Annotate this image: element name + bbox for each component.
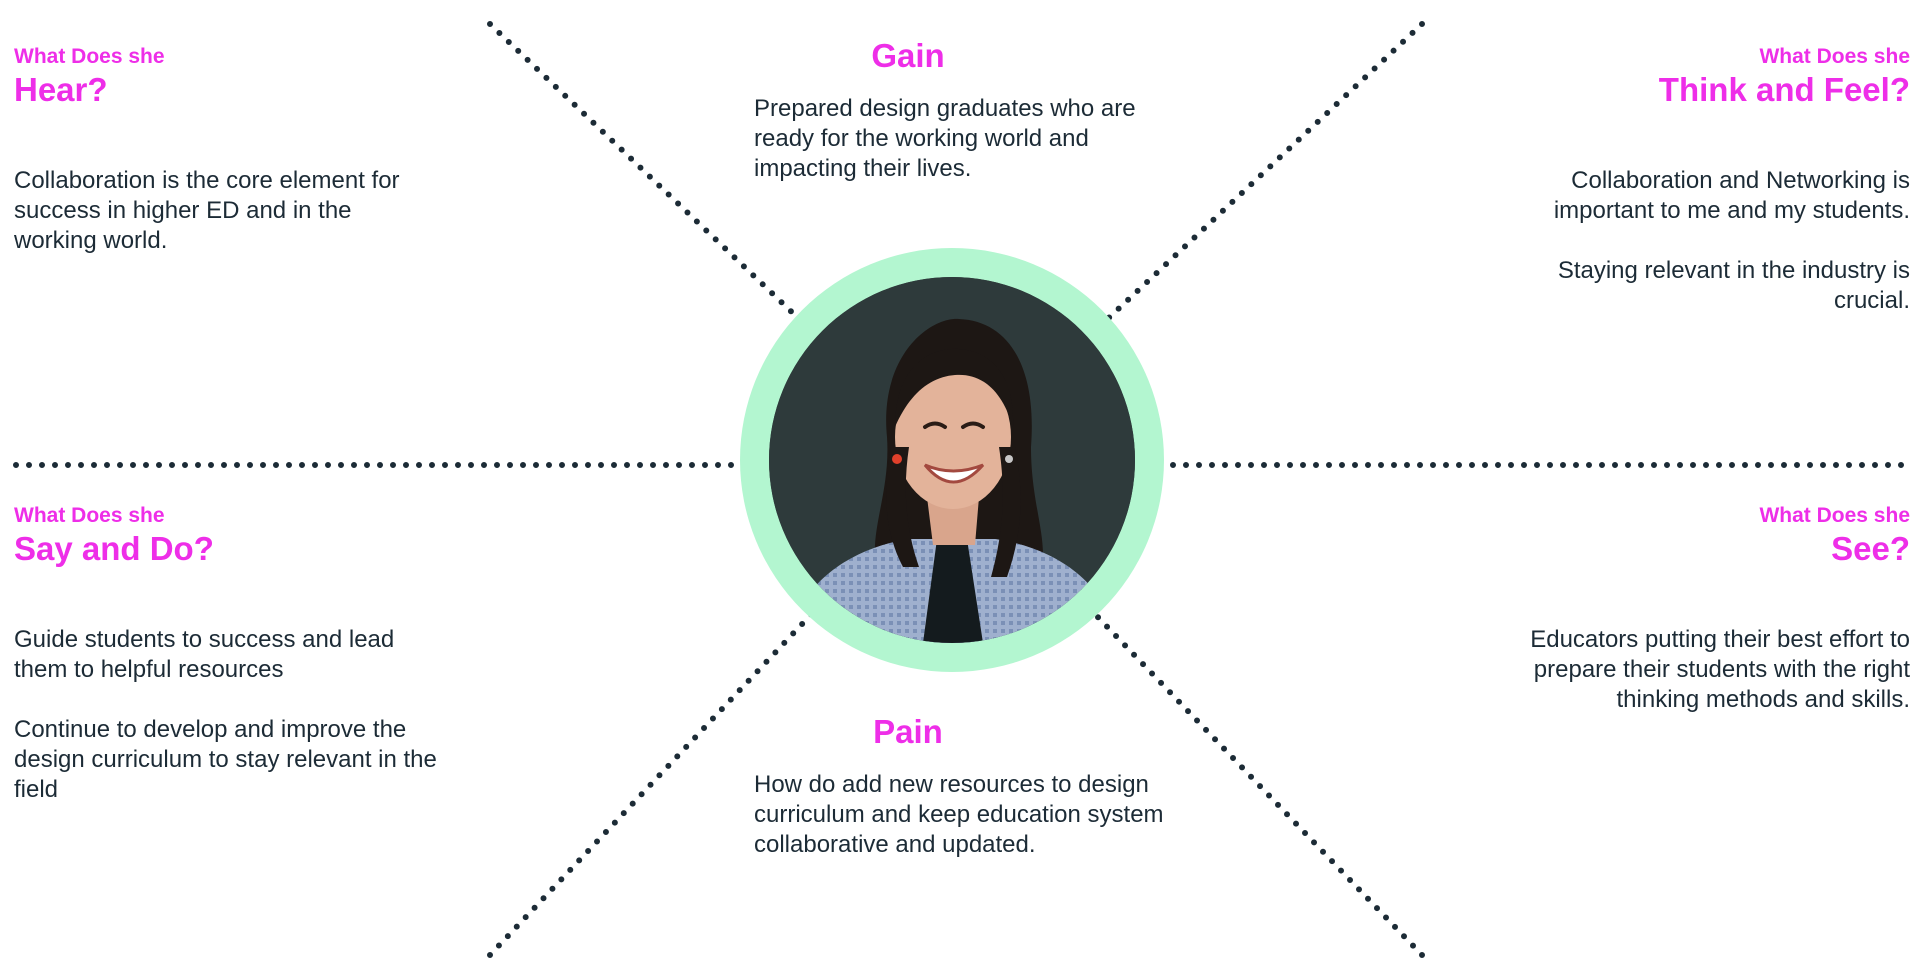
quadrant-see-body: Educators putting their best effort to p… [1480,625,1910,715]
quadrant-think-feel-title: Think and Feel? [1480,70,1910,110]
quadrant-hear-label-small: What Does she [14,44,434,70]
gain-body: Prepared design graduates who are ready … [754,94,1174,184]
quadrant-think-feel-text-2: Staying relevant in the industry is cruc… [1480,256,1910,316]
pain-section: Pain How do add new resources to design … [754,712,1174,860]
quadrant-say-do-text-1: Guide students to success and lead them … [14,625,454,685]
quadrant-say-do: What Does she Say and Do? Guide students… [14,503,454,805]
quadrant-say-do-label-small: What Does she [14,503,454,529]
quadrant-see: What Does she See? Educators putting the… [1480,503,1910,715]
avatar-ring [740,248,1164,672]
quadrant-hear: What Does she Hear? Collaboration is the… [14,44,434,256]
quadrant-see-text: Educators putting their best effort to p… [1480,625,1910,715]
person-portrait-icon [769,277,1135,643]
quadrant-think-feel-label-small: What Does she [1480,44,1910,70]
quadrant-say-do-text-2: Continue to develop and improve the desi… [14,715,454,805]
quadrant-hear-body: Collaboration is the core element for su… [14,166,434,256]
avatar [769,277,1135,643]
quadrant-hear-title: Hear? [14,70,434,110]
quadrant-see-title: See? [1480,529,1910,569]
quadrant-say-do-body: Guide students to success and lead them … [14,625,454,805]
gain-section: Gain Prepared design graduates who are r… [754,36,1174,184]
quadrant-think-feel-text-1: Collaboration and Networking is importan… [1480,166,1910,226]
quadrant-hear-text: Collaboration is the core element for su… [14,166,434,256]
pain-body: How do add new resources to design curri… [754,770,1174,860]
quadrant-think-feel-body: Collaboration and Networking is importan… [1480,166,1910,316]
quadrant-see-label-small: What Does she [1480,503,1910,529]
gain-heading: Gain [708,36,1108,76]
pain-heading: Pain [708,712,1108,752]
quadrant-say-do-title: Say and Do? [14,529,454,569]
quadrant-think-feel: What Does she Think and Feel? Collaborat… [1480,44,1910,316]
